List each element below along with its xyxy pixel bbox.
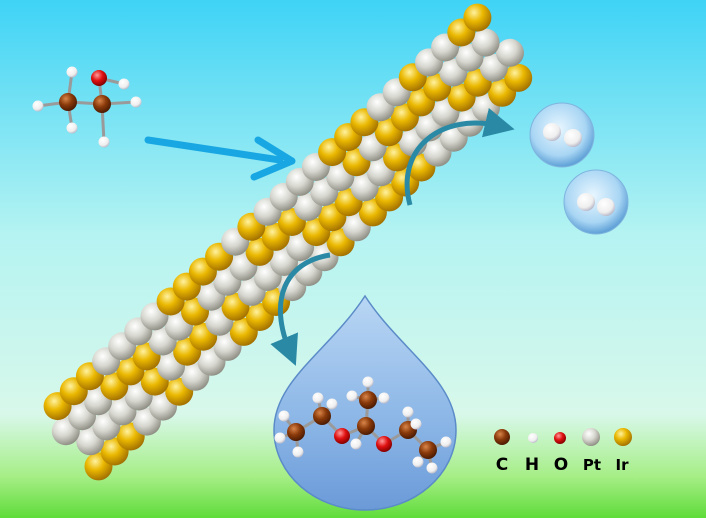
hydrogen-atom bbox=[66, 66, 78, 78]
ethanol-molecule-icon bbox=[32, 66, 142, 148]
atom-legend: C H O Pt Ir bbox=[494, 428, 632, 475]
platinum-atom bbox=[496, 38, 524, 67]
platinum-atom bbox=[471, 28, 500, 57]
iridium-atom bbox=[463, 3, 492, 32]
legend-label-h: H bbox=[525, 455, 539, 475]
carbon-atom-icon bbox=[494, 429, 510, 445]
carbon-atom bbox=[59, 93, 77, 111]
legend-label-pt: Pt bbox=[583, 456, 601, 474]
iridium-atom-icon bbox=[614, 428, 632, 446]
hydrogen-atom bbox=[440, 436, 452, 448]
hydrogen-atom bbox=[278, 410, 290, 422]
iridium-atom bbox=[504, 63, 533, 92]
hydrogen-atom bbox=[292, 446, 304, 458]
hydrogen-atom bbox=[118, 78, 130, 90]
hydrogen-atom bbox=[274, 432, 286, 444]
hydrogen-atom bbox=[346, 390, 358, 402]
carbon-atom bbox=[419, 441, 437, 459]
reactant-arrow-icon bbox=[144, 136, 296, 181]
oxygen-atom-icon bbox=[554, 432, 566, 444]
legend-label-ir: Ir bbox=[616, 456, 630, 474]
hydrogen-atom-icon bbox=[528, 433, 538, 443]
hydrogen-atom bbox=[312, 392, 324, 404]
hydrogen-atom bbox=[402, 406, 414, 418]
carbon-atom bbox=[287, 423, 305, 441]
hydrogen-atom bbox=[130, 96, 142, 108]
acetal-molecule-icon bbox=[274, 376, 452, 474]
hydrogen-bubble-2 bbox=[563, 169, 629, 235]
hydrogen-atom bbox=[32, 100, 44, 112]
acetal-release-arrow-icon bbox=[270, 252, 331, 366]
oxygen-atom bbox=[334, 428, 350, 444]
hydrogen-atom bbox=[410, 418, 422, 430]
oxygen-atom bbox=[91, 70, 107, 86]
hydrogen-atom bbox=[426, 462, 438, 474]
hydrogen-atom bbox=[350, 438, 362, 450]
hydrogen-atom bbox=[98, 136, 110, 148]
oxygen-atom bbox=[376, 436, 392, 452]
legend-label-c: C bbox=[496, 455, 508, 475]
hydrogen-atom bbox=[326, 398, 338, 410]
hydrogen-atom bbox=[378, 392, 390, 404]
hydrogen-atom bbox=[412, 456, 424, 468]
carbon-atom bbox=[359, 391, 377, 409]
legend-label-o: O bbox=[554, 455, 568, 475]
carbon-atom bbox=[313, 407, 331, 425]
carbon-atom bbox=[357, 417, 375, 435]
pt-ir-nanowire bbox=[43, 3, 533, 481]
hydrogen-bubble-1 bbox=[529, 102, 595, 168]
hydrogen-release-arrow-icon bbox=[404, 107, 515, 206]
carbon-atom bbox=[93, 95, 111, 113]
hydrogen-atom bbox=[362, 376, 374, 388]
hydrogen-atom bbox=[66, 122, 78, 134]
platinum-atom-icon bbox=[582, 428, 600, 446]
